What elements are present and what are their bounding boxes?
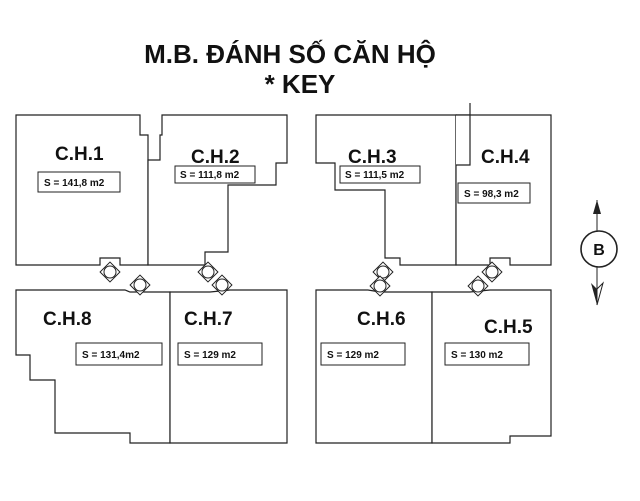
unit-ch2-name: C.H.2: [191, 147, 240, 168]
unit-ch7-area: S = 129 m2: [184, 350, 236, 361]
unit-ch1-area: S = 141,8 m2: [44, 178, 105, 189]
unit-ch6-name: C.H.6: [357, 309, 406, 330]
unit-ch4-area: S = 98,3 m2: [464, 189, 519, 200]
unit-ch2-area: S = 111,8 m2: [180, 170, 240, 181]
unit-ch8-outline: [15, 289, 171, 444]
unit-ch5-area: S = 130 m2: [451, 350, 503, 361]
door-icon: [481, 261, 503, 283]
unit-ch7-outline: [169, 289, 288, 444]
unit-ch7-area-box: [177, 342, 263, 366]
unit-ch6-area: S = 129 m2: [327, 350, 379, 361]
unit-ch3-name: C.H.3: [348, 147, 397, 168]
north-arrow-icon: [580, 200, 618, 306]
page-subtitle: * KEY: [265, 69, 336, 99]
compass-label: B: [593, 242, 605, 259]
door-icon: [372, 261, 394, 283]
unit-ch1-name: C.H.1: [55, 144, 104, 165]
unit-ch5-outline: [431, 289, 552, 444]
unit-ch8-name: C.H.8: [43, 309, 92, 330]
unit-ch7-name: C.H.7: [184, 309, 233, 330]
page-title: M.B. ĐÁNH SỐ CĂN HỘ: [144, 39, 436, 69]
unit-ch8-area: S = 131,4m2: [82, 350, 140, 361]
unit-ch2-outline: [147, 114, 288, 266]
unit-ch5-area-box: [444, 342, 530, 366]
unit-ch8-area-box: [75, 342, 163, 366]
unit-ch5-name: C.H.5: [484, 317, 533, 338]
unit-ch3-outline: [315, 114, 457, 266]
unit-ch6-area-box: [320, 342, 406, 366]
door-icon: [211, 274, 233, 296]
unit-ch1-area-box: [37, 171, 121, 193]
door-icon: [129, 274, 151, 296]
unit-ch4-outline-top: [456, 114, 471, 166]
door-markers: [99, 261, 503, 297]
unit-ch3-area-box: [339, 165, 421, 184]
unit-ch4-name: C.H.4: [481, 147, 530, 168]
door-icon: [197, 261, 219, 283]
unit-ch2-area-box: [174, 165, 256, 184]
door-icon: [369, 275, 391, 297]
door-icon: [467, 275, 489, 297]
unit-ch4-area-box: [457, 182, 531, 204]
unit-ch3-area: S = 111,5 m2: [345, 170, 405, 181]
door-icon: [99, 261, 121, 283]
